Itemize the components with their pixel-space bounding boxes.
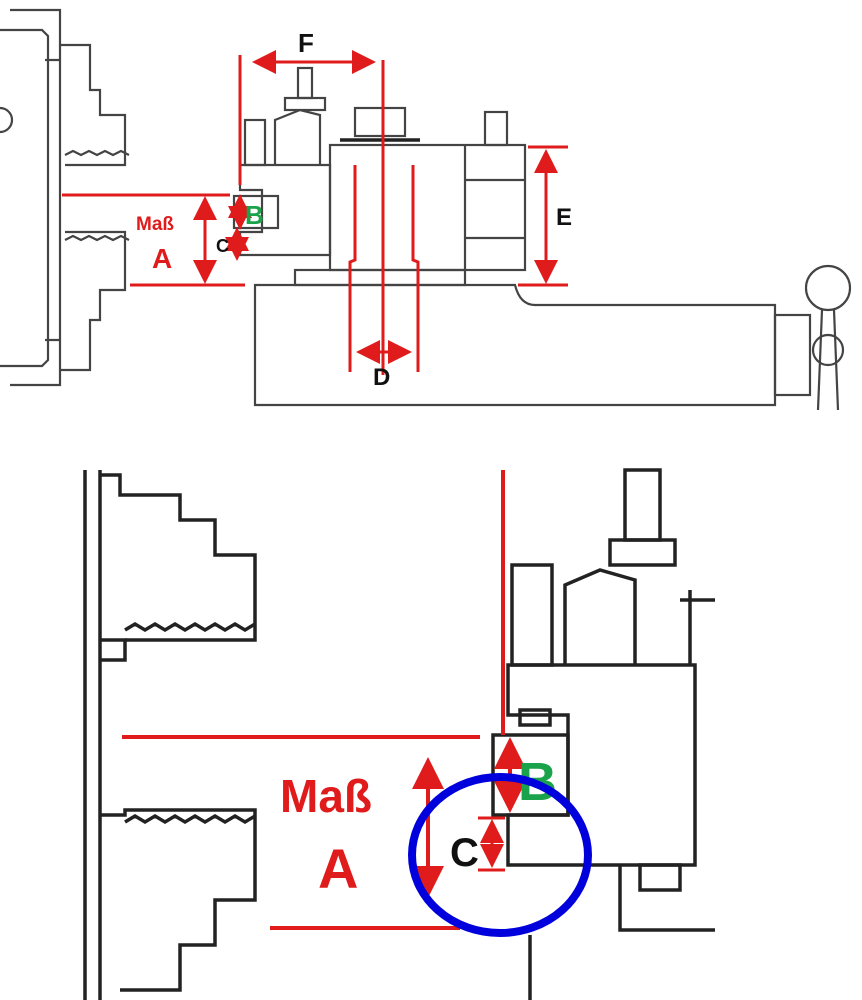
cross-slide [253, 264, 852, 411]
label-B: B [245, 200, 264, 230]
label-D: D [373, 364, 390, 391]
toolpost-detail [491, 468, 715, 1000]
detail-label-A: A [318, 837, 358, 900]
chuck-detail [83, 470, 257, 1000]
detail-view: Maß A B C [83, 468, 715, 1000]
label-C: C [216, 236, 229, 256]
label-F: F [298, 28, 314, 58]
lathe-chuck [0, 8, 130, 387]
quick-change-toolpost [232, 66, 527, 287]
detail-dimension-lines [122, 470, 526, 930]
detail-label-mass: Maß [280, 770, 372, 822]
label-A: A [152, 243, 172, 274]
top-overview: F Maß A B C D E [0, 8, 852, 411]
label-mass: Maß [136, 214, 174, 235]
highlight-circle [408, 773, 592, 937]
detail-label-C: C [450, 831, 479, 875]
label-E: E [556, 204, 572, 231]
dimension-lines [62, 50, 568, 375]
